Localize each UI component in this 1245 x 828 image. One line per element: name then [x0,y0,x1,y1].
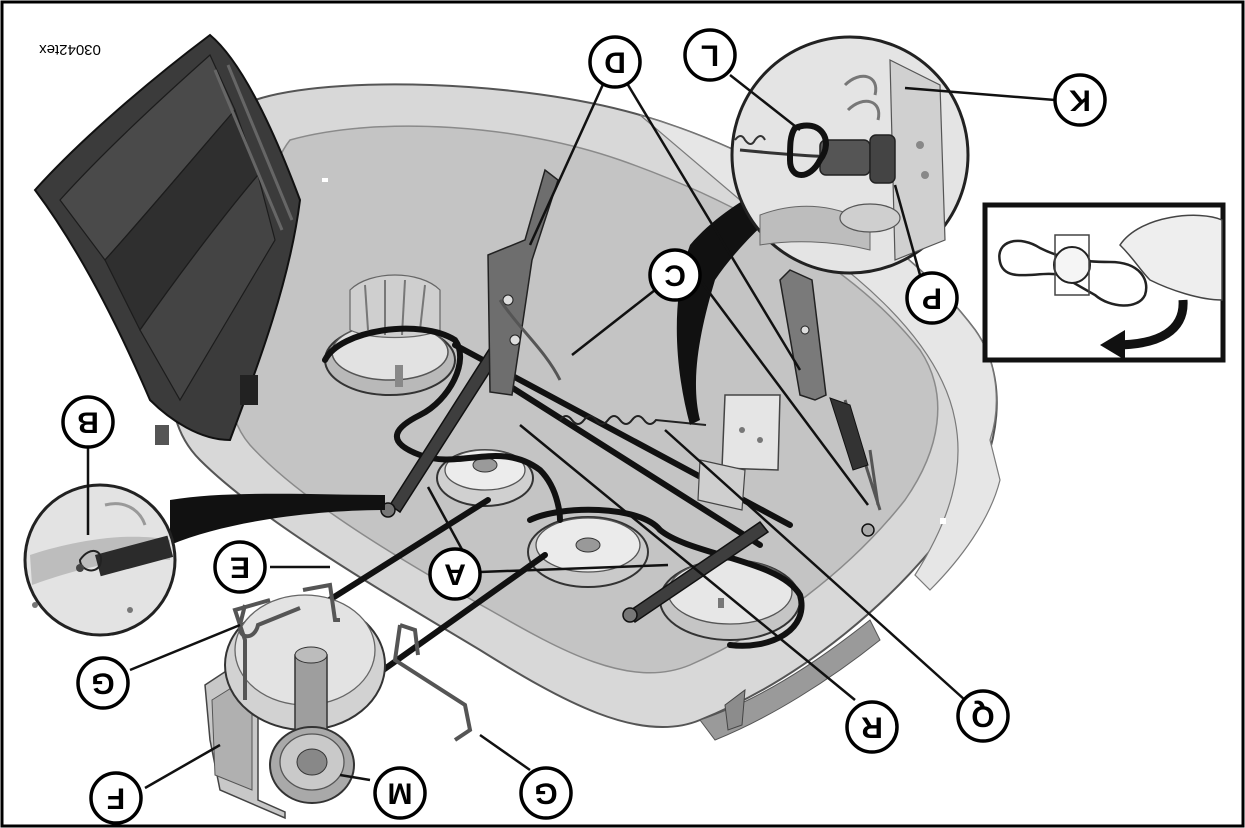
callout-label-d: D [604,46,626,79]
belt-guide-g2 [392,623,473,742]
callout-label-f: F [107,782,125,815]
tension-spring [559,415,707,426]
bracket-left [487,168,559,396]
callout-label-q: Q [971,700,994,733]
hairpin-clip-inset [982,202,1226,363]
spindle-pulley-right [659,559,801,641]
callout-p: P [905,271,959,325]
callout-label-b: B [77,406,99,439]
callout-label-g-left: G [91,667,114,700]
callout-label-p: P [922,282,942,315]
callout-g-right: G [519,766,573,820]
detail-inset-klp [676,35,970,425]
callout-c: C [648,248,702,302]
mounting-plate [697,394,781,511]
callout-l: L [683,28,737,82]
callout-label-m: M [388,777,413,810]
callout-label-l: L [701,39,719,72]
bracket-right [779,269,827,401]
callout-e: E [213,540,267,594]
image-code: 03042tex [39,41,101,58]
callout-d: D [588,35,642,89]
callout-label-k: K [1069,84,1091,117]
callout-q: Q [956,689,1010,743]
idler-pulley-right [527,516,649,588]
leader-lines [86,74,1056,790]
detail-inset-b [23,483,385,637]
engine-pulley-assembly [204,582,386,820]
callout-label-g-right: G [534,777,557,810]
callout-label-c: C [664,259,686,292]
callout-f: F [89,771,143,825]
callout-label-r: R [861,711,883,744]
callout-label-e: E [230,551,250,584]
callout-r: R [845,700,899,754]
spindle-pulley-left [324,274,456,396]
callout-label-a: A [444,558,466,591]
callout-g-left: G [76,656,130,710]
callout-b: B [61,395,115,449]
callout-a: A [428,547,482,601]
side-bracket [829,397,869,471]
callout-m: M [373,766,427,820]
rod-end [861,523,875,537]
discharge-chute [33,33,302,445]
callout-k: K [1053,73,1107,127]
